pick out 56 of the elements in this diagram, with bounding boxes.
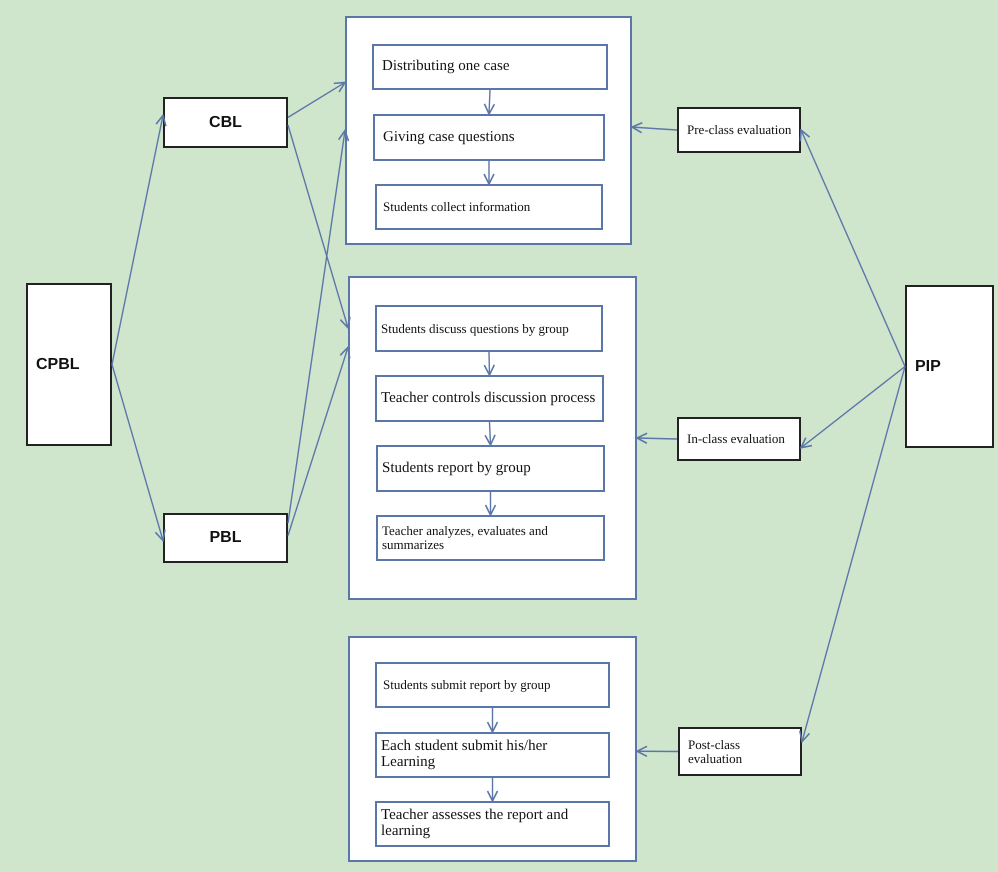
node-label: In-class evaluation <box>687 432 785 446</box>
stage-frame <box>348 636 637 862</box>
node-label: CBL <box>209 114 242 132</box>
step-box <box>372 44 608 90</box>
step-box <box>375 732 610 778</box>
node-label: Pre-class evaluation <box>687 123 792 137</box>
stage-frame <box>348 276 637 600</box>
process-box <box>677 107 801 153</box>
node-label: Students report by group <box>382 460 531 476</box>
node-label: Students collect information <box>383 200 530 214</box>
arrow <box>631 122 678 134</box>
arrow <box>636 432 678 444</box>
process-box <box>677 417 801 461</box>
node-label: CPBL <box>36 356 80 374</box>
step-box <box>373 114 605 161</box>
step-box <box>376 515 605 561</box>
process-box <box>26 283 112 446</box>
node-label: Students submit report by group <box>383 678 551 692</box>
node-label: Each student submit his/her Learning <box>381 739 548 771</box>
arrow <box>484 90 496 115</box>
arrow <box>486 708 498 733</box>
node-label: Students discuss questions by group <box>381 322 569 336</box>
step-box <box>375 305 603 352</box>
arrow <box>636 746 678 758</box>
arrow <box>799 366 906 742</box>
arrow <box>287 346 351 536</box>
step-box <box>375 662 610 708</box>
arrow <box>484 422 496 446</box>
process-box <box>163 97 288 148</box>
node-label: Post-class evaluation <box>688 738 744 766</box>
step-box <box>375 801 610 847</box>
node-label: Teacher controls discussion process <box>381 390 596 406</box>
process-box <box>163 513 288 563</box>
arrow <box>111 364 166 542</box>
arrow <box>484 492 496 516</box>
node-label: PBL <box>210 529 242 547</box>
arrow <box>483 161 495 185</box>
node-label: Giving case questions <box>383 130 515 146</box>
arrow <box>288 82 346 118</box>
arrow <box>111 114 167 365</box>
arrow <box>287 124 351 329</box>
arrow <box>800 366 906 449</box>
step-box <box>376 445 605 492</box>
process-box <box>678 727 802 776</box>
node-label: PIP <box>915 358 941 376</box>
arrow <box>800 129 906 367</box>
process-box <box>905 285 994 448</box>
arrow <box>287 130 350 524</box>
stage-frame <box>345 16 632 245</box>
step-box <box>375 375 604 422</box>
arrow <box>486 778 498 802</box>
node-label: Teacher analyzes, evaluates and summarizes <box>382 524 549 552</box>
node-label: Teacher assesses the report and learning <box>381 808 570 840</box>
step-box <box>375 184 603 230</box>
arrow <box>483 352 496 376</box>
node-label: Distributing one case <box>382 59 510 75</box>
